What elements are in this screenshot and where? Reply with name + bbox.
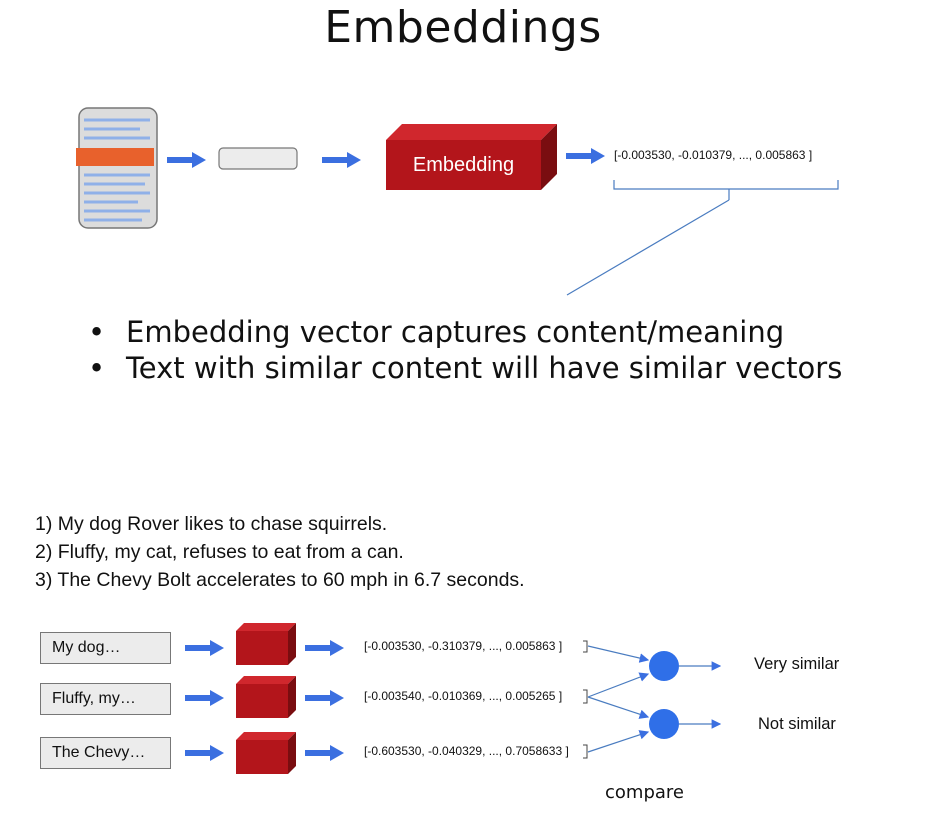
input-text-box: The Chevy… xyxy=(40,737,171,769)
input-text-box: Fluffy, my… xyxy=(40,683,171,715)
arrow-icon xyxy=(185,745,224,761)
row-1-graphics xyxy=(185,623,344,665)
embedding-cube-icon xyxy=(236,676,296,718)
bullet-marker: • xyxy=(88,315,106,349)
compare-label: compare xyxy=(605,782,684,803)
arrow-icon xyxy=(322,152,361,168)
compare-node xyxy=(649,709,679,739)
bullet-item: • Text with similar content will have si… xyxy=(88,350,842,386)
bullet-item: • Embedding vector captures content/mean… xyxy=(88,314,842,350)
embedding-label: Embedding xyxy=(412,154,515,176)
sentence-item: 2) Fluffy, my cat, refuses to eat from a… xyxy=(35,541,404,563)
sentence-item: 3) The Chevy Bolt accelerates to 60 mph … xyxy=(35,569,525,591)
callout-line xyxy=(566,199,730,296)
vector-output: [-0.003530, -0.310379, ..., 0.005863 ] xyxy=(364,639,563,653)
result-label: Very similar xyxy=(754,655,840,673)
embedding-cube-icon xyxy=(236,732,296,774)
arrow-icon xyxy=(305,745,344,761)
arrow-icon xyxy=(305,690,344,706)
example-sentences: 1) My dog Rover likes to chase squirrels… xyxy=(35,510,525,594)
input-text-box: My dog… xyxy=(40,632,171,664)
arrow-icon xyxy=(305,640,344,656)
vector-bracket xyxy=(613,180,839,190)
embedding-model-box xyxy=(386,124,557,190)
arrow-icon xyxy=(566,148,605,164)
sentence-item: 1) My dog Rover likes to chase squirrels… xyxy=(35,513,388,535)
highlighted-chunk xyxy=(76,148,154,166)
page-title: Embeddings xyxy=(324,2,602,53)
row-2-graphics xyxy=(185,676,344,718)
vector-output: [-0.003540, -0.010369, ..., 0.005265 ] xyxy=(364,689,563,703)
bullet-marker: • xyxy=(88,351,106,385)
document-icon xyxy=(76,107,158,229)
row-3-graphics xyxy=(185,732,344,774)
bullet-text: Embedding vector captures content/meanin… xyxy=(126,315,785,349)
vector-output: [-0.603530, -0.040329, ..., 0.7058633 ] xyxy=(364,744,569,758)
bullet-list: • Embedding vector captures content/mean… xyxy=(88,314,842,386)
arrow-icon xyxy=(185,690,224,706)
arrow-icon xyxy=(185,640,224,656)
compare-connectors xyxy=(587,645,722,753)
embedding-vector-output: [-0.003530, -0.010379, ..., 0.005863 ] xyxy=(614,148,813,162)
text-chunk-box xyxy=(218,147,298,170)
arrow-icon xyxy=(167,152,206,168)
compare-node xyxy=(649,651,679,681)
result-label: Not similar xyxy=(758,715,836,733)
bullet-text: Text with similar content will have simi… xyxy=(126,351,843,385)
embedding-cube-icon xyxy=(236,623,296,665)
